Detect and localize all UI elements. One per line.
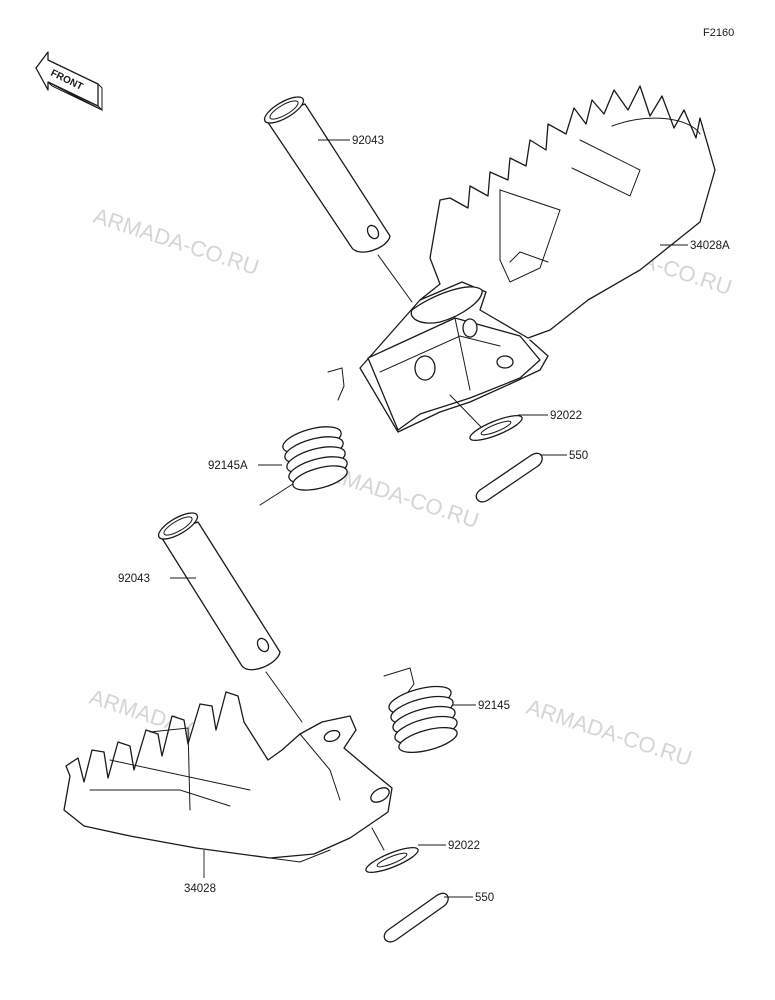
washer-lower <box>365 827 419 873</box>
callout-pin-lower: 92043 <box>118 573 150 585</box>
pin-upper <box>263 96 391 253</box>
callout-footpeg-upper: 34028A <box>690 240 730 252</box>
callout-footpeg-lower: 34028 <box>184 883 216 895</box>
pin-lower-axis <box>265 671 303 723</box>
callout-spring-upper: 92145A <box>208 460 248 472</box>
pin-lower <box>157 512 281 671</box>
callout-pin-upper: 92043 <box>352 135 384 147</box>
spring-lower <box>383 667 458 754</box>
footpeg-upper <box>359 85 716 433</box>
pin-upper-axis <box>377 254 413 303</box>
front-arrow-icon: FRONT <box>35 51 103 112</box>
callout-cotter-upper: 550 <box>569 450 588 462</box>
cotter-pin-upper <box>475 452 543 503</box>
washer-upper <box>449 394 523 441</box>
figure-code: F2160 <box>703 27 734 39</box>
watermark-5: ARMADA-CO.RU <box>523 694 695 771</box>
callout-spring-lower: 92145 <box>478 700 510 712</box>
footpeg-lower <box>63 691 393 863</box>
watermark-1: ARMADA-CO.RU <box>90 203 262 280</box>
callout-washer-upper: 92022 <box>550 410 582 422</box>
watermarks: ARMADA-CO.RU ARMADA-CO.RU ARMADA-CO.RU A… <box>86 203 735 771</box>
callout-washer-lower: 92022 <box>448 840 480 852</box>
callout-cotter-lower: 550 <box>475 892 494 904</box>
spring-upper <box>259 367 348 506</box>
cotter-pin-lower <box>383 892 449 943</box>
